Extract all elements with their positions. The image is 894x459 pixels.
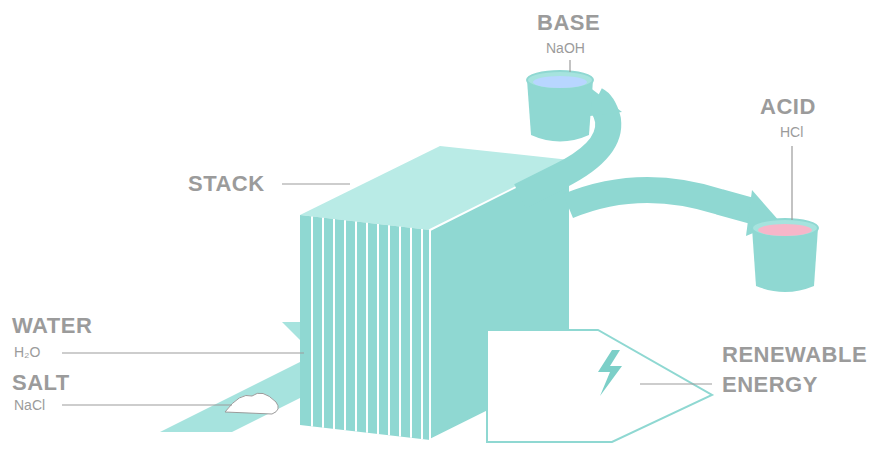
plate-line bbox=[377, 224, 379, 434]
stack-label: STACK bbox=[188, 171, 265, 197]
plate-line bbox=[355, 221, 357, 431]
water-label: WATER bbox=[12, 313, 92, 339]
salt-label: SALT bbox=[12, 370, 70, 396]
plate-lines bbox=[312, 216, 422, 439]
water-formula: H₂O bbox=[14, 344, 40, 361]
plate-line bbox=[322, 218, 324, 428]
plate-line bbox=[311, 216, 313, 426]
acid-label: ACID bbox=[760, 94, 816, 120]
plate-line bbox=[333, 219, 335, 429]
base-formula: NaOH bbox=[546, 40, 585, 57]
plate-line bbox=[421, 229, 423, 439]
lightning-bolt bbox=[598, 350, 622, 396]
plate-line bbox=[410, 228, 412, 438]
energy-label: RENEWABLE ENERGY bbox=[722, 340, 872, 400]
salt-pile bbox=[225, 393, 278, 414]
base-label: BASE bbox=[537, 10, 600, 36]
plate-line bbox=[344, 220, 346, 430]
acid-formula: HCl bbox=[780, 124, 803, 141]
acid-liquid bbox=[758, 224, 812, 236]
stack-plates bbox=[300, 215, 430, 440]
energy-band bbox=[487, 330, 712, 442]
base-liquid bbox=[533, 76, 587, 88]
plate-line bbox=[366, 223, 368, 433]
salt-formula: NaCl bbox=[14, 397, 45, 414]
plate-line bbox=[388, 225, 390, 435]
plate-line bbox=[399, 227, 401, 437]
acid-arrow bbox=[568, 190, 756, 212]
leader-lines bbox=[62, 60, 792, 405]
